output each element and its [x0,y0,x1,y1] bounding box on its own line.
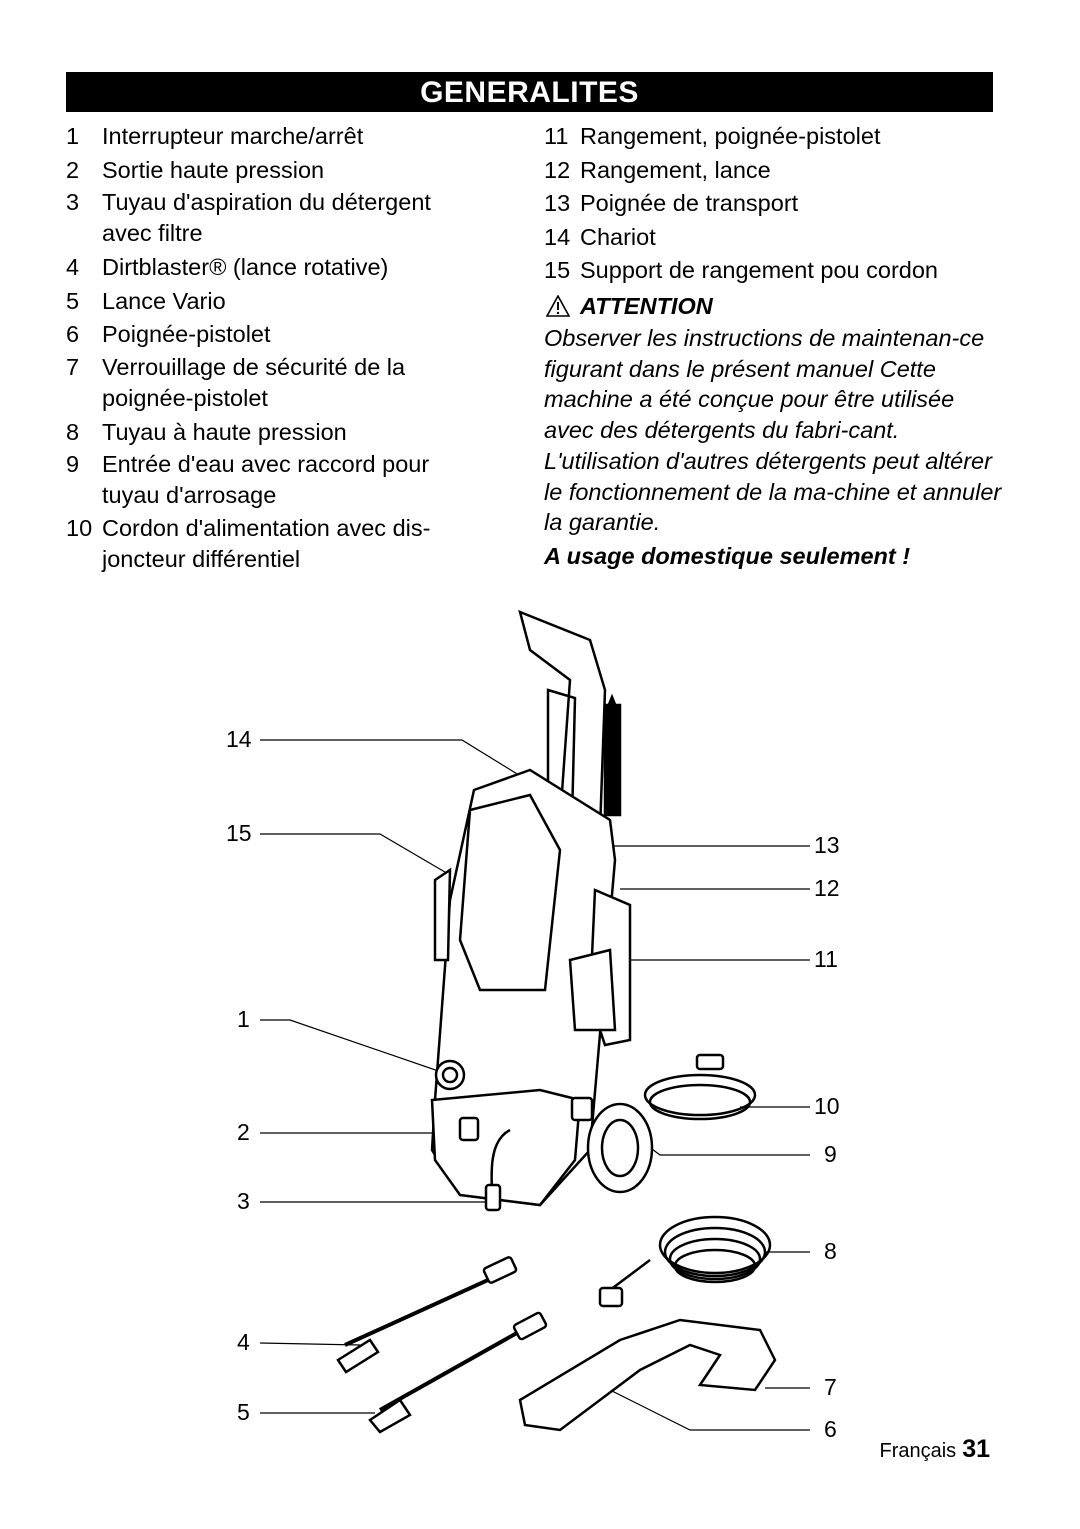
callout-8: 8 [824,1238,837,1264]
item-number: 1 [66,123,80,149]
item-text: Tuyau d'aspiration du détergent avec fil… [102,189,431,246]
item-number: 7 [66,353,80,380]
parts-list-left: 1 Interrupteur marche/arrêt 2 Sortie haute… [66,120,476,575]
item-text: Rangement, lance [580,156,771,183]
list-item: 10 Cordon d'alimentation avec dis-joncteu… [66,513,476,575]
item-text: Dirtblaster® (lance rotative) [102,254,389,280]
item-number: 5 [66,287,80,314]
parts-list-right: 11 Rangement, poignée-pistolet 12 Rangemen… [544,120,1004,573]
list-item: 4 Dirtblaster® (lance rotative) [66,251,476,285]
list-item: 13 Poignée de transport [544,187,1004,221]
item-number: 12 [544,156,571,183]
list-item: 9 Entrée d'eau avec raccord pour tuyau d'… [66,449,476,511]
footer-language: Français [879,1440,957,1462]
attention-text: Observer les instructions de maintenan-c… [544,325,1002,536]
attention-heading: ATTENTION [544,290,1004,324]
domestic-use-note: A usage domestique seulement ! [544,542,911,569]
attention-label: ATTENTION [580,292,713,319]
item-number: 2 [66,156,80,183]
item-number: 9 [66,451,80,477]
callout-10: 10 [814,1093,840,1119]
list-item: 8 Tuyau à haute pression [66,416,476,450]
callout-1: 1 [237,1006,250,1032]
item-number: 3 [66,189,80,215]
item-number: 15 [544,257,571,283]
item-number: 10 [66,515,93,541]
callout-12: 12 [814,875,840,901]
list-item: 1 Interrupteur marche/arrêt [66,120,476,154]
item-text: Support de rangement pou cordon [580,257,938,283]
callout-14: 14 [226,726,252,752]
list-item: 15 Support de rangement pou cordon [544,254,1004,288]
callout-13: 13 [814,832,840,858]
list-item: 2 Sortie haute pression [66,154,476,188]
item-number: 13 [544,190,571,216]
list-item: 6 Poignée-pistolet [66,318,476,352]
item-number: 4 [66,254,80,280]
item-text: Verrouillage de sécurité de la poignée-p… [102,353,406,411]
callout-11: 11 [814,946,838,972]
warning-triangle-icon [546,295,570,318]
item-text: Chariot [580,223,656,250]
list-item: 14 Chariot [544,221,1004,255]
list-item: 5 Lance Vario [66,285,476,319]
item-text: Poignée de transport [580,190,799,216]
item-text: Interrupteur marche/arrêt [102,123,364,149]
item-text: Poignée-pistolet [102,321,271,347]
callout-2: 2 [237,1119,250,1145]
page-number: 31 [962,1435,990,1463]
item-number: 6 [66,321,80,347]
item-number: 14 [544,223,571,250]
pressure-washer-drawing [336,609,777,1434]
item-text: Sortie haute pression [102,156,325,183]
list-item: 11 Rangement, poignée-pistolet [544,120,1004,154]
item-text: Rangement, poignée-pistolet [580,123,881,149]
callout-3: 3 [237,1188,250,1214]
item-text: Lance Vario [102,287,226,314]
item-number: 8 [66,418,80,445]
callout-7: 7 [824,1374,837,1400]
section-title: GENERALITES [420,76,639,109]
list-item: 3 Tuyau d'aspiration du détergent avec fi… [66,187,476,249]
callout-4: 4 [237,1329,250,1355]
callout-9: 9 [824,1141,837,1167]
callout-15: 15 [226,820,252,846]
item-number: 11 [544,123,569,149]
callout-5: 5 [237,1399,250,1425]
list-item: 7 Verrouillage de sécurité de la poignée-… [66,352,476,414]
callout-6: 6 [824,1416,837,1442]
list-item: 12 Rangement, lance [544,154,1004,188]
item-text: Tuyau à haute pression [102,418,347,445]
item-text: Cordon d'alimentation avec dis-joncteur … [102,515,431,572]
section-title-banner: GENERALITES [66,72,993,112]
item-text: Entrée d'eau avec raccord pour tuyau d'a… [102,451,430,508]
